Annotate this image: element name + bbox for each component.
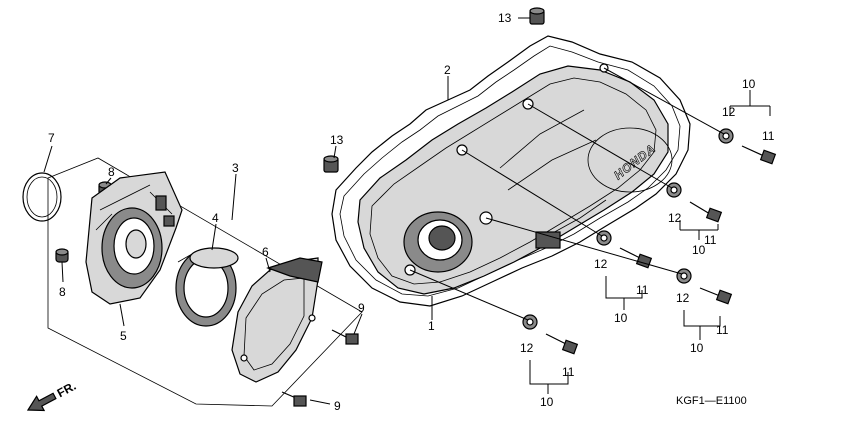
label-part-10-mid: 10 [614, 311, 628, 325]
front-direction-arrow: FR. [26, 379, 79, 412]
dowel-pin-13-top[interactable] [529, 7, 545, 25]
label-part-5: 5 [120, 329, 127, 343]
bolt-set-top[interactable] [718, 128, 777, 165]
leader-lines [43, 17, 771, 405]
label-part-11-mid: 11 [636, 283, 649, 297]
label-part-11-midright: 11 [704, 233, 717, 247]
label-part-1: 1 [428, 319, 435, 333]
label-part-8-lower: 8 [59, 285, 66, 299]
label-part-10-bottom: 10 [540, 395, 554, 409]
label-part-3: 3 [232, 161, 239, 175]
bolt-set-mid-right[interactable] [666, 182, 723, 223]
label-part-12-mid: 12 [594, 257, 608, 271]
screw-9-lower[interactable] [281, 391, 307, 407]
label-part-2: 2 [444, 63, 451, 77]
dowel-pin-13-left[interactable] [323, 155, 339, 173]
screw-9-upper[interactable] [331, 329, 359, 345]
label-part-10-lowerright: 10 [690, 341, 704, 355]
label-part-8-upper: 8 [108, 165, 115, 179]
label-part-11-lowerright: 11 [716, 323, 729, 337]
direction-label: FR. [55, 379, 79, 400]
label-part-9-lower: 9 [334, 399, 341, 413]
crankcase-cover-1[interactable] [357, 63, 673, 295]
label-part-12-midright: 12 [668, 211, 682, 225]
label-part-12-top: 12 [722, 105, 736, 119]
grommet-8-lower[interactable] [55, 248, 69, 263]
label-part-12-lowerright: 12 [676, 291, 690, 305]
diagram-code: KGF1—E1100 [676, 395, 747, 407]
label-part-10-top: 10 [742, 77, 756, 91]
label-part-13-top: 13 [498, 11, 512, 25]
label-part-6: 6 [262, 245, 269, 259]
label-part-12-bottom: 12 [520, 341, 534, 355]
filter-ring-4[interactable] [175, 247, 239, 327]
label-part-13-left: 13 [330, 133, 344, 147]
bolt-set-bottom[interactable] [522, 314, 579, 355]
label-part-11-top: 11 [762, 129, 775, 143]
label-part-10-midright: 10 [692, 243, 706, 257]
label-part-4: 4 [212, 211, 219, 225]
label-part-7: 7 [48, 131, 55, 145]
gasket-2[interactable] [331, 35, 691, 307]
o-ring-7[interactable] [22, 172, 62, 222]
gasket-2-inner [339, 45, 681, 297]
bolt-set-lower-right[interactable] [676, 268, 733, 305]
cover-plate-6[interactable] [231, 257, 323, 383]
label-part-9-upper: 9 [358, 301, 365, 315]
part-group-outline [47, 157, 363, 407]
housing-5[interactable] [85, 171, 183, 305]
label-part-11-bottom: 11 [562, 365, 575, 379]
